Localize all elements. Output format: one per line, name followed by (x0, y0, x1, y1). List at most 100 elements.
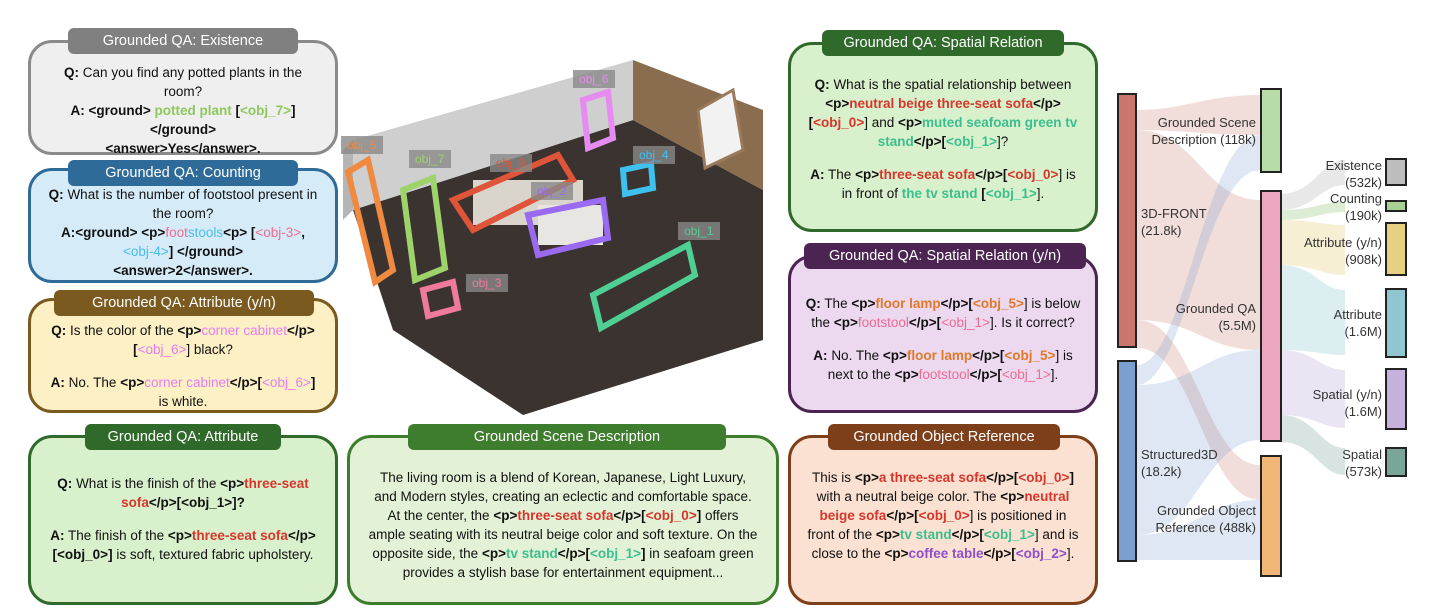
description-text: offers ample seating with its neutral be… (368, 508, 758, 561)
node-structured3d (1117, 360, 1137, 562)
node-attribute (1385, 288, 1407, 358)
p-close: </p>[ (908, 315, 942, 330)
question-text: What is the number of footstool present … (67, 187, 318, 221)
object-text: floor lamp (875, 296, 941, 311)
source-count: (21.8k) (1141, 223, 1182, 238)
counting-card: Q: What is the number of footstool prese… (28, 168, 338, 283)
obj-tag: <obj-3> (255, 225, 302, 240)
bbox-obj-6 (579, 88, 617, 153)
flow-qa-spatial (1280, 415, 1345, 475)
reference-text: ] is positioned in front of the (807, 508, 1067, 542)
p-close: </p>[ (557, 546, 590, 561)
a-label: A: (50, 375, 65, 390)
middle-name: Grounded Object (1156, 503, 1256, 518)
spacer (805, 151, 1081, 165)
object-text: three-seat sofa (879, 167, 976, 182)
obj-tag: <obj_1> (1001, 367, 1051, 382)
p-tag: <p> (825, 96, 850, 111)
question-end: ] black? (186, 342, 233, 357)
middle-name: Reference (1155, 520, 1216, 535)
answer-tag: <answer>Yes</answer>. (105, 141, 261, 156)
target-count: (190k) (1345, 208, 1382, 223)
ground-close: </ground> (149, 122, 216, 137)
p-close: </p>[ (229, 375, 263, 390)
object-text: coffee table (908, 546, 984, 561)
question-end: ]. Is it correct? (989, 315, 1075, 330)
obj-tag: <obj_1> (945, 134, 998, 149)
p-close: </p>[ (886, 508, 919, 523)
p-tag: <p> (855, 167, 880, 182)
flow-struct-qa (1137, 350, 1260, 535)
p-close: </p>[<obj_1>]? (148, 495, 245, 510)
flow-front-ref (1137, 320, 1260, 500)
label-obj-1: obj_1 (678, 222, 720, 240)
p-tag: <p> (854, 470, 879, 485)
q-label: Q: (57, 476, 73, 491)
node-3d-front (1117, 93, 1137, 348)
answer-tail: is soft, textured fabric upholstery. (116, 547, 314, 562)
spacer (805, 332, 1081, 346)
label-spatial-yn: Spatial (y/n)(1.6M) (1290, 386, 1382, 420)
a-label: A: (50, 528, 65, 543)
obj-tag: <obj_0> (645, 508, 697, 523)
node-attribute-yn (1385, 222, 1407, 276)
a-label: A:<ground> <p> (61, 225, 166, 240)
sankey-diagram (1137, 95, 1345, 560)
bracket: [ (981, 186, 986, 201)
question-text: The (824, 296, 848, 311)
flow-struct-scene (1137, 135, 1260, 385)
flow-qa-attr (1280, 265, 1345, 355)
middle-name: Description (1151, 132, 1217, 147)
p-close: </p>[ (969, 367, 1002, 382)
reference-text: with a neutral beige color. The (816, 489, 997, 504)
obj-tag: <obj_0> (1007, 167, 1059, 182)
node-counting (1385, 200, 1407, 212)
p-close: </p>[ (940, 296, 973, 311)
target-count: (532k) (1345, 175, 1382, 190)
counting-header: Grounded QA: Counting (68, 160, 298, 186)
p-tag: <p> (882, 348, 907, 363)
label-attribute-yn: Attribute (y/n)(908k) (1280, 234, 1382, 268)
attribute-yn-header: Grounded QA: Attribute (y/n) (54, 290, 314, 316)
obj-tag: <obj_5> (972, 296, 1024, 311)
object-text: neutral beige sofa (819, 489, 1070, 523)
spacer (45, 512, 321, 526)
spatial-relation-yn-card: Q: The <p>floor lamp</p>[<obj_5>] is bel… (788, 255, 1098, 413)
target-name: Spatial (1342, 447, 1382, 462)
label-obj-0: obj_0 (490, 154, 532, 172)
obj-tag: <obj_5> (1004, 348, 1056, 363)
node-spatial (1385, 447, 1407, 477)
target-name: Counting (1329, 191, 1382, 206)
object-text: three-seat sofa (517, 508, 614, 523)
existence-card: Q: Can you find any potted plants in the… (28, 40, 338, 156)
answer-text: The (828, 167, 852, 182)
p-tag: <p> (898, 115, 923, 130)
object-text: three-seat sofa (121, 476, 309, 510)
label-obj-6: obj_6 (573, 70, 615, 88)
flow-qa-counting (1280, 202, 1345, 220)
label-obj-4-text: obj_4 (639, 148, 669, 162)
object-text: stools (187, 225, 224, 240)
q-label: Q: (805, 296, 821, 311)
node-object-reference (1260, 455, 1282, 577)
answer-end: ]. (1050, 367, 1059, 382)
obj-tag: <obj_1> (590, 546, 642, 561)
middle-name: Grounded QA (1175, 301, 1256, 316)
reference-text: ]. (1066, 546, 1075, 561)
source-count: (18.2k) (1141, 464, 1182, 479)
p-tag: <p> (894, 367, 919, 382)
p-tag: <p> (120, 375, 145, 390)
target-name: Attribute (1333, 307, 1382, 322)
label-obj-3-text: obj_3 (472, 276, 502, 290)
flow-qa-attryn (1280, 220, 1345, 275)
scene-description-header: Grounded Scene Description (408, 424, 726, 450)
bbox-obj-5 (344, 155, 397, 287)
answer-tag: <answer>2</answer>. (113, 263, 253, 278)
p-close: </p>[ (975, 167, 1008, 182)
label-obj-1-text: obj_1 (684, 224, 714, 238)
label-attribute: Attribute(1.6M) (1290, 306, 1382, 340)
source-name: Structured3D (1141, 447, 1218, 462)
flow-qa-spyn (1280, 350, 1345, 428)
scene-description-card: The living room is a blend of Korean, Ja… (347, 435, 779, 605)
